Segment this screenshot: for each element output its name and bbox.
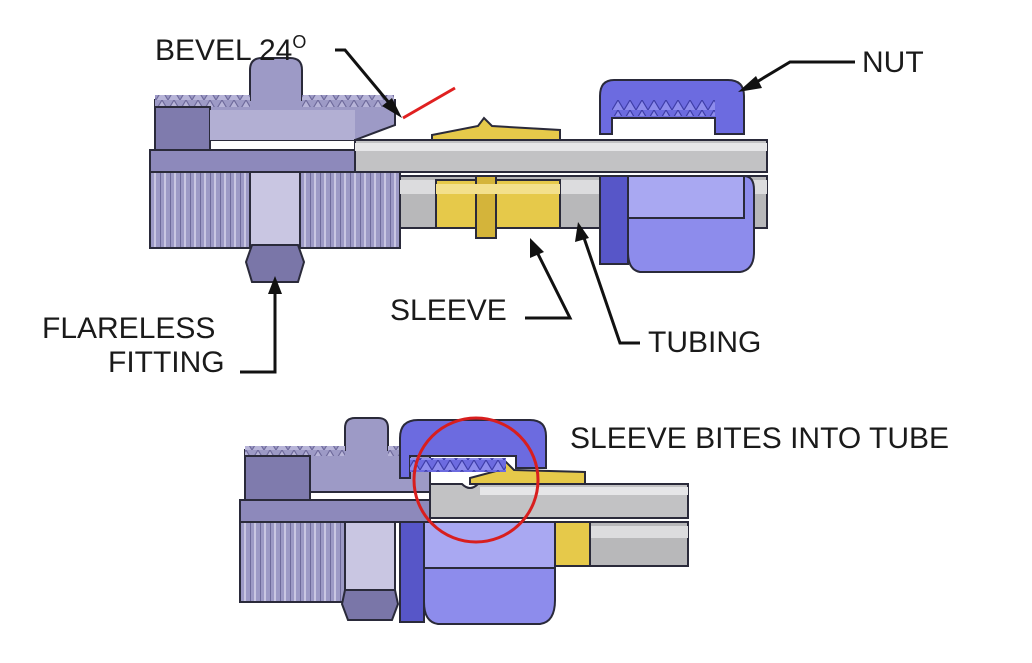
label-flareless-line1: FLARELESS (42, 312, 215, 345)
bevel-leader-arrow (382, 98, 402, 118)
tubing-bottom (429, 483, 689, 567)
tubing-leader (580, 231, 640, 345)
bottom-assembly (239, 416, 689, 625)
label-sleeve: SLEEVE (390, 294, 507, 327)
flareless-leader (240, 288, 277, 374)
label-flareless-line2: FITTING (108, 346, 225, 379)
highlight-circle (412, 416, 540, 544)
flareless-leader-arrow (268, 276, 282, 294)
label-bevel: BEVEL 24O (155, 32, 306, 67)
bevel-leader (335, 48, 397, 111)
sleeve-leader-arrow (530, 238, 544, 258)
label-bite: SLEEVE BITES INTO TUBE (570, 422, 949, 455)
flareless-fitting-top (149, 57, 401, 283)
bevel-mark (402, 86, 456, 120)
label-nut: NUT (862, 46, 924, 79)
nut-bottom (399, 419, 556, 625)
top-assembly (149, 57, 768, 283)
nut-leader (749, 60, 855, 88)
sleeve-top (431, 116, 561, 239)
nut-top (599, 79, 755, 273)
tubing-leader-arrow (575, 222, 589, 242)
nut-leader-arrow (738, 76, 762, 92)
label-tubing: TUBING (648, 326, 761, 359)
flareless-fitting-bottom (239, 417, 431, 621)
sleeve-leader (525, 247, 573, 320)
